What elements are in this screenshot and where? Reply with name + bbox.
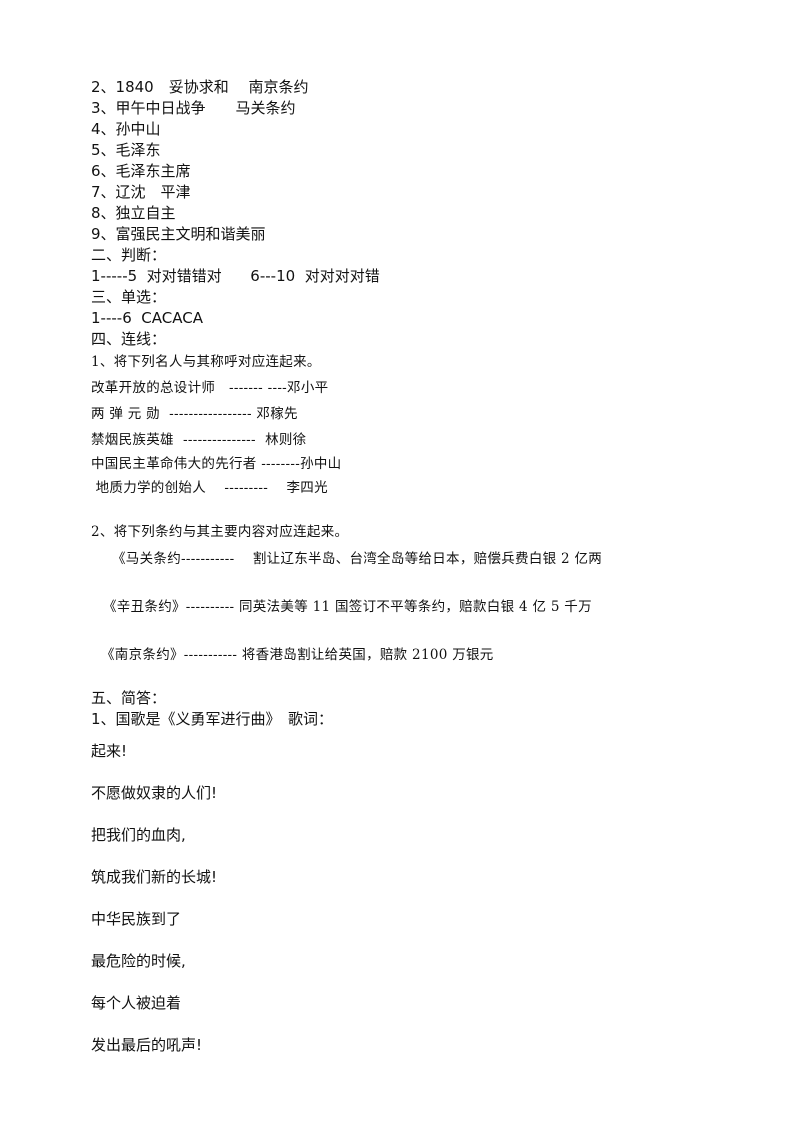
matching-q1-row: 地质力学的创始人 --------- 李四光 <box>91 480 328 496</box>
matching-q2-title: 2、将下列条约与其主要内容对应连起来。 <box>91 524 349 540</box>
judge-answer: 1-----5 对对错错对 6---10 对对对对错 <box>91 267 380 285</box>
matching-q1-title: 1、将下列名人与其称呼对应连起来。 <box>91 354 321 370</box>
anthem-lyric-line: 发出最后的吼声! <box>91 1036 203 1054</box>
matching-q2-row: 《辛丑条约》---------- 同英法美等 11 国签订不平等条约，赔款白银 … <box>103 599 592 615</box>
short-answer-heading: 五、简答： <box>91 689 167 707</box>
fill-answer-9: 9、富强民主文明和谐美丽 <box>91 225 266 243</box>
anthem-lyric-line: 不愿做奴隶的人们! <box>91 784 218 802</box>
anthem-lyric-line: 最危险的时候, <box>91 952 186 970</box>
single-choice-answer: 1----6 CACACA <box>91 309 203 327</box>
fill-answer-4: 4、孙中山 <box>91 120 161 138</box>
matching-q2-row: 《南京条约》----------- 将香港岛割让给英国，赔款 2100 万银元 <box>101 647 494 663</box>
matching-q1-row: 两 弹 元 勋 ----------------- 邓稼先 <box>91 406 298 422</box>
short-answer-q1: 1、国歌是《义勇军进行曲》 歌词： <box>91 710 334 728</box>
matching-q1-row: 改革开放的总设计师 ------- ----邓小平 <box>91 380 329 396</box>
matching-q2-row: 《马关条约----------- 割让辽东半岛、台湾全岛等给日本，赔偿兵费白银 … <box>112 551 603 567</box>
fill-answer-6: 6、毛泽东主席 <box>91 162 191 180</box>
matching-q1-row: 中国民主革命伟大的先行者 --------孙中山 <box>91 456 342 472</box>
matching-heading: 四、连线： <box>91 330 167 348</box>
fill-answer-8: 8、独立自主 <box>91 204 176 222</box>
anthem-lyric-line: 把我们的血肉, <box>91 826 186 844</box>
anthem-lyric-line: 起来! <box>91 742 128 760</box>
matching-q1-row: 禁烟民族英雄 --------------- 林则徐 <box>91 432 307 448</box>
judge-heading: 二、判断： <box>91 246 167 264</box>
fill-answer-2: 2、1840 妥协求和 南京条约 <box>91 78 309 96</box>
anthem-lyric-line: 中华民族到了 <box>91 910 182 928</box>
single-choice-heading: 三、单选： <box>91 288 167 306</box>
anthem-lyric-line: 筑成我们新的长城! <box>91 868 218 886</box>
fill-answer-5: 5、毛泽东 <box>91 141 161 159</box>
anthem-lyric-line: 每个人被迫着 <box>91 994 182 1012</box>
fill-answer-7: 7、辽沈 平津 <box>91 183 191 201</box>
fill-answer-3: 3、甲午中日战争 马关条约 <box>91 99 296 117</box>
